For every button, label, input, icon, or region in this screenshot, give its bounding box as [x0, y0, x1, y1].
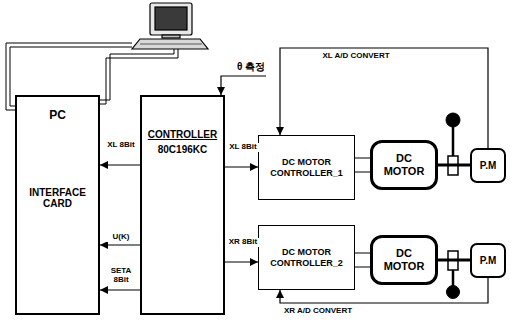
motor-controller-box: DC MOTOR CONTROLLER_1 [258, 135, 355, 200]
signal-label: U(K) [102, 233, 140, 242]
connector [438, 259, 470, 262]
connector [225, 166, 258, 167]
connector [100, 244, 140, 245]
node-text: DC MOTOR CONTROLLER_1 [262, 157, 351, 178]
signal-label: XL 8Bit [104, 141, 138, 150]
dc-motor-box: DC MOTOR [370, 140, 438, 190]
signal-label: SETA 8Bit [102, 267, 140, 285]
connector [100, 164, 140, 165]
signal-label: XR A/D CONVERT [262, 307, 374, 316]
pm-box: P.M [470, 148, 506, 183]
node-text: P.M [480, 255, 497, 267]
signal-label: XL A/D CONVERT [300, 52, 412, 61]
computer-icon [132, 3, 208, 49]
connector [100, 289, 140, 290]
connector [355, 158, 370, 172]
node-text: P.M [480, 160, 497, 172]
pm-box: P.M [470, 243, 506, 278]
interface-box: PC INTERFACE CARD [15, 95, 100, 315]
node-text: CONTROLLER [148, 129, 217, 141]
controller-box: CONTROLLER 80C196KC [140, 95, 225, 315]
dc-motor-box: DC MOTOR [370, 235, 438, 285]
node-text: PC [49, 109, 66, 123]
node-text: DC MOTOR [375, 247, 433, 272]
connector [438, 164, 470, 167]
pendulum [446, 113, 460, 299]
signal-label: XL 8Bit [227, 143, 259, 152]
measure-label: θ 측정 [230, 61, 272, 72]
connector [355, 253, 370, 267]
signal-label: XR 8Bit [227, 238, 259, 247]
node-text: DC MOTOR [375, 152, 433, 177]
node-text: DC MOTOR CONTROLLER_2 [262, 247, 351, 268]
motor-controller-box: DC MOTOR CONTROLLER_2 [258, 225, 355, 290]
connector [280, 48, 488, 148]
connector [225, 261, 258, 262]
node-text: INTERFACE CARD [23, 187, 93, 210]
measure-line [221, 76, 266, 95]
node-text: 80C196KC [158, 144, 207, 156]
